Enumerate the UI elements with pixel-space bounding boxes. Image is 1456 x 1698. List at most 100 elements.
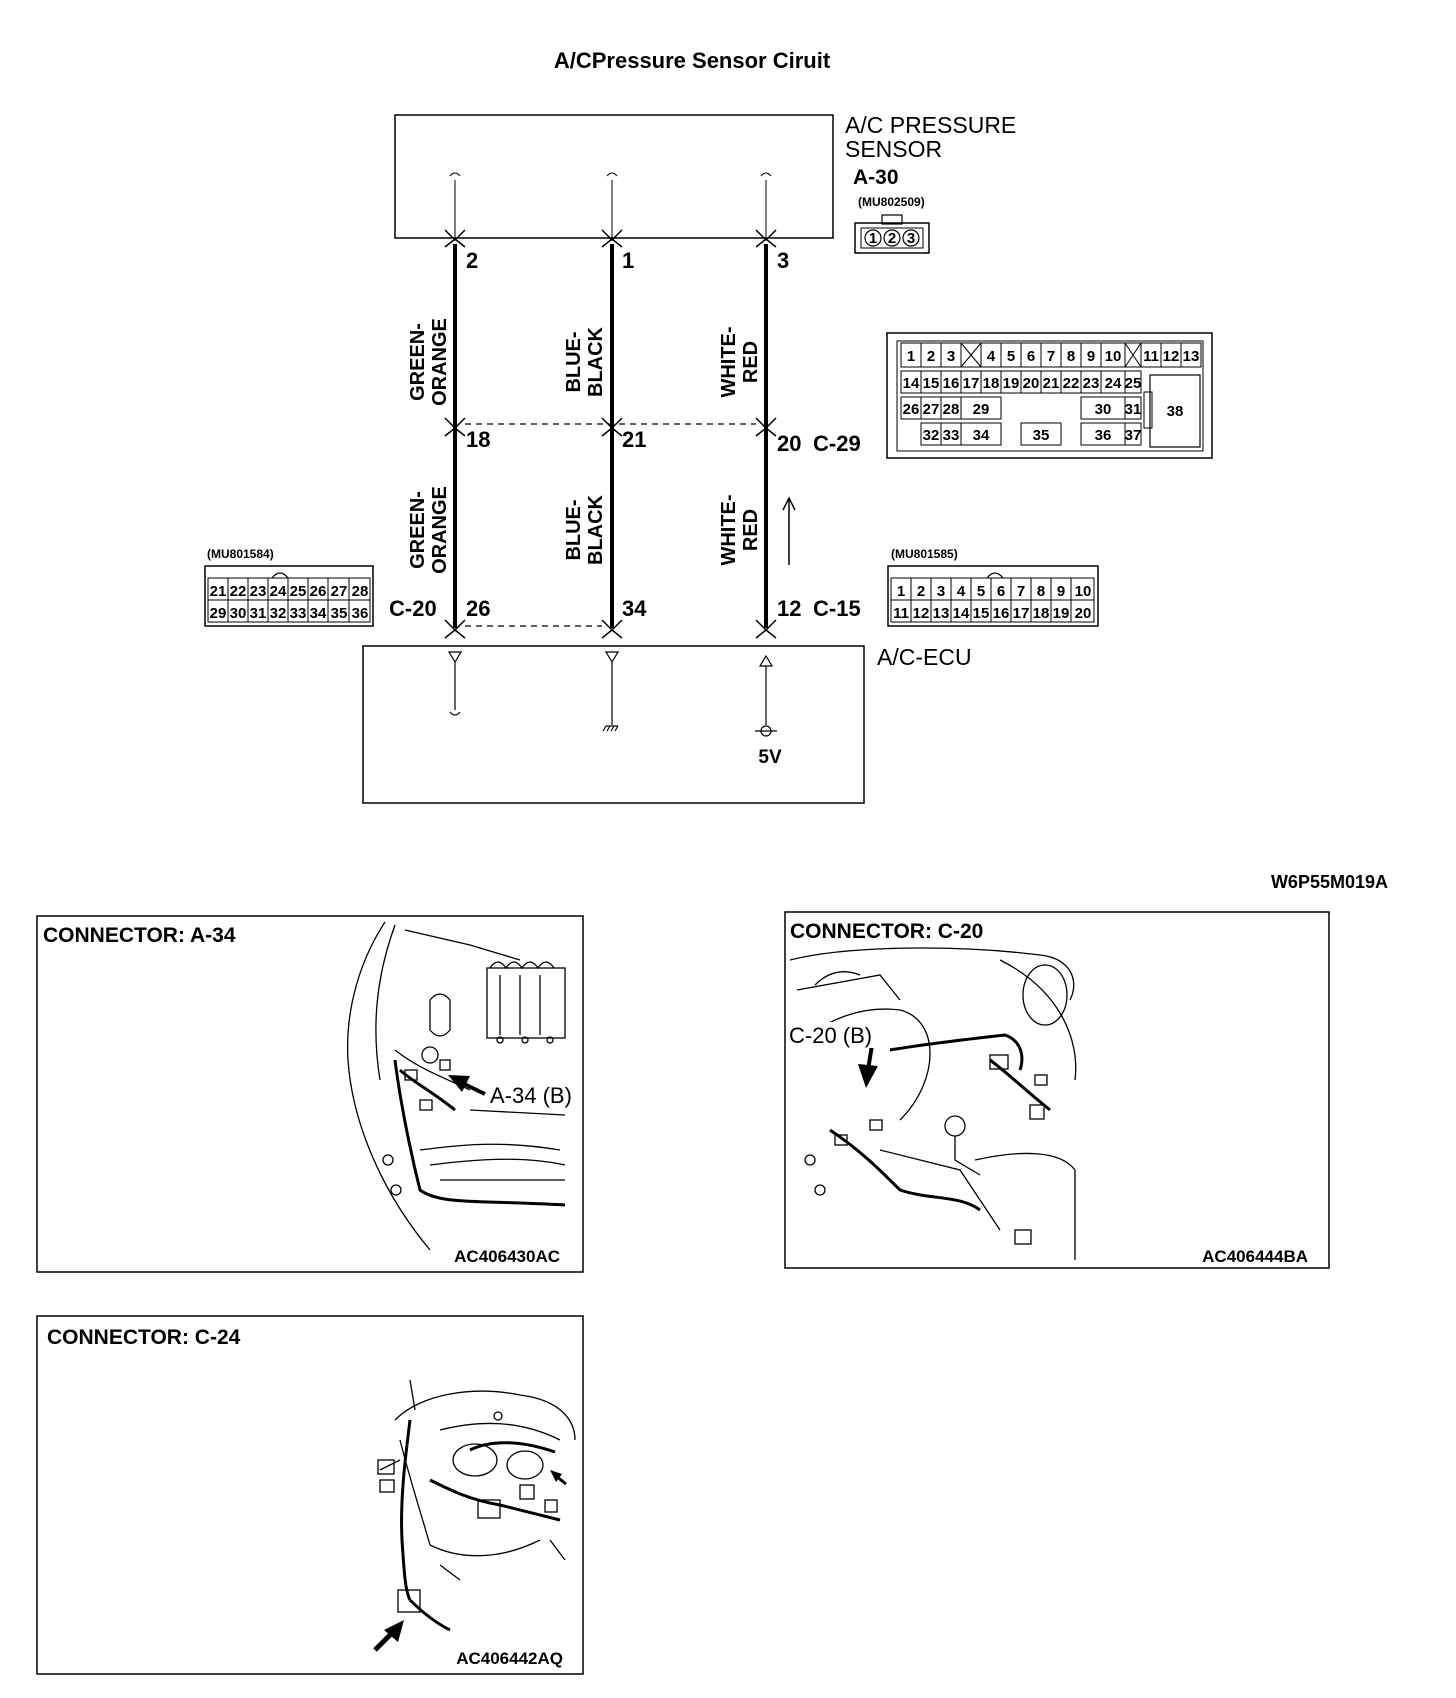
panel-c24-title: CONNECTOR: C-24: [47, 1326, 241, 1349]
c29-pin: 8: [1067, 348, 1075, 365]
c29-pin: 14: [903, 375, 920, 392]
c29-pin: 33: [943, 427, 960, 444]
wire3-pin-bottom: 12: [777, 596, 801, 621]
c15-connector-face: [887, 565, 1099, 627]
wire1-pin-top: 2: [466, 248, 478, 273]
c15-pin: 15: [973, 605, 990, 622]
c29-pin: 1: [907, 348, 915, 365]
c15-pin: 12: [913, 605, 930, 622]
engine-bay-illustration: [346, 921, 566, 1251]
c15-pin: 9: [1057, 583, 1065, 600]
panel-c20-callout: C-20 (B): [789, 1023, 872, 1048]
mid-connector-id: C-29: [813, 431, 861, 456]
sensor-connector-face: 1 2 3: [854, 214, 930, 254]
wire2-color-top-l2: BLACK: [585, 326, 607, 397]
c15-pin: 17: [1013, 605, 1030, 622]
wire3-color-bot-l1: WHITE-: [718, 494, 740, 565]
c29-pin: 31: [1125, 401, 1142, 418]
panel-c20-code: AC406444BA: [1202, 1247, 1308, 1266]
wire2-color-bot-l2: BLACK: [585, 494, 607, 565]
c20-pin: 25: [290, 583, 307, 600]
pointer-arrow-icon: [448, 1075, 486, 1096]
c29-connector-face: [886, 332, 1213, 459]
panel-a34-callout: A-34 (B): [490, 1083, 572, 1108]
panel-c24-code: AC406442AQ: [456, 1649, 563, 1668]
c15-pin: 1: [897, 583, 905, 600]
c29-connector-pins: 1 2 3 4 5 6 7 8 9 10 11 12 13 14 15 16 1…: [903, 348, 1200, 444]
c29-pin: 13: [1183, 348, 1200, 365]
c29-pin: 27: [923, 401, 940, 418]
c20-pin: 31: [250, 605, 267, 622]
c15-connector-pins: 1 2 3 4 5 6 7 8 9 10 11 12 13 14 15 16 1…: [893, 583, 1091, 622]
dashboard-illustration: [789, 947, 1077, 1260]
c15-pin: 14: [953, 605, 970, 622]
ecu-left-connector-id: C-20: [389, 596, 437, 621]
ecu-name: A/C-ECU: [877, 644, 972, 670]
sensor-pin-3: 3: [907, 230, 915, 247]
wire3-color-top-l2: RED: [740, 341, 762, 383]
sensor-pin-2: 2: [888, 230, 896, 247]
ecu-connector-marks: [444, 619, 777, 639]
c15-pin: 16: [993, 605, 1010, 622]
instrument-panel-harness: [400, 1419, 561, 1632]
c20-pin: 32: [270, 605, 287, 622]
c29-pin: 22: [1063, 375, 1080, 392]
c20-pin: 27: [331, 583, 348, 600]
c29-pin: 10: [1105, 348, 1122, 365]
wire1-pin-bottom: 26: [466, 596, 490, 621]
wire2-pin-mid: 21: [622, 427, 646, 452]
sensor-part-number: (MU802509): [858, 195, 925, 209]
wire2-pin-bottom: 34: [622, 596, 647, 621]
sensor-name-line2: SENSOR: [845, 136, 942, 162]
c15-pin: 5: [977, 583, 985, 600]
sensor-box: [394, 114, 834, 239]
sensor-name-line1: A/C PRESSURE: [845, 112, 1016, 138]
c20-pin: 35: [331, 605, 348, 622]
mid-connector-marks: [444, 417, 777, 437]
wire3-color-bot-l2: RED: [740, 509, 762, 551]
c20-pin: 28: [352, 583, 369, 600]
c29-pin: 9: [1087, 348, 1095, 365]
c15-pin: 6: [997, 583, 1005, 600]
ecu-right-connector-id: C-15: [813, 596, 861, 621]
c15-pin: 13: [933, 605, 950, 622]
c15-part-number: (MU801585): [891, 547, 958, 561]
panel-a34: CONNECTOR: A-34 AC406430AC: [36, 915, 584, 1273]
wire2-pin-top: 1: [622, 248, 634, 273]
pointer-arrow-icon: [858, 1044, 878, 1088]
c20-pin: 33: [290, 605, 307, 622]
c29-pin: 12: [1163, 348, 1180, 365]
panel-c20: CONNECTOR: C-20 AC406444BA: [784, 911, 1330, 1269]
c15-pin: 10: [1075, 583, 1092, 600]
c29-pin: 16: [943, 375, 960, 392]
c20-pin: 24: [270, 583, 287, 600]
sensor-internal-lines: [449, 172, 772, 238]
c29-pin: 24: [1105, 375, 1122, 392]
c29-pin: 30: [1095, 401, 1112, 418]
c29-pin: 19: [1003, 375, 1020, 392]
wire3-pin-mid: 20: [777, 431, 801, 456]
wire1-color-bot-l2: ORANGE: [429, 486, 451, 574]
wire1-color-bot-l1: GREEN-: [407, 491, 429, 569]
c29-pin: 35: [1033, 427, 1050, 444]
c15-pin: 20: [1075, 605, 1092, 622]
c20-pin: 22: [230, 583, 247, 600]
pointer-arrow-icon: [373, 1470, 567, 1652]
sensor-connector-id: A-30: [853, 166, 899, 189]
c20-connector-face: [204, 565, 374, 627]
wire3-color-top-l1: WHITE-: [718, 326, 740, 397]
figure-code: W6P55M019A: [1271, 872, 1388, 892]
c29-pin: 20: [1023, 375, 1040, 392]
c29-pin: 3: [947, 348, 955, 365]
ecu-internal-circuit: [447, 651, 777, 737]
c20-part-number: (MU801584): [207, 547, 274, 561]
panel-a34-title: CONNECTOR: A-34: [43, 924, 236, 947]
c20-pin: 30: [230, 605, 247, 622]
c29-pin: 25: [1125, 375, 1142, 392]
c20-pin: 29: [210, 605, 227, 622]
c29-pin: 6: [1027, 348, 1035, 365]
panel-c20-title: CONNECTOR: C-20: [790, 920, 983, 943]
c20-pin: 21: [210, 583, 227, 600]
c20-pin: 36: [352, 605, 369, 622]
